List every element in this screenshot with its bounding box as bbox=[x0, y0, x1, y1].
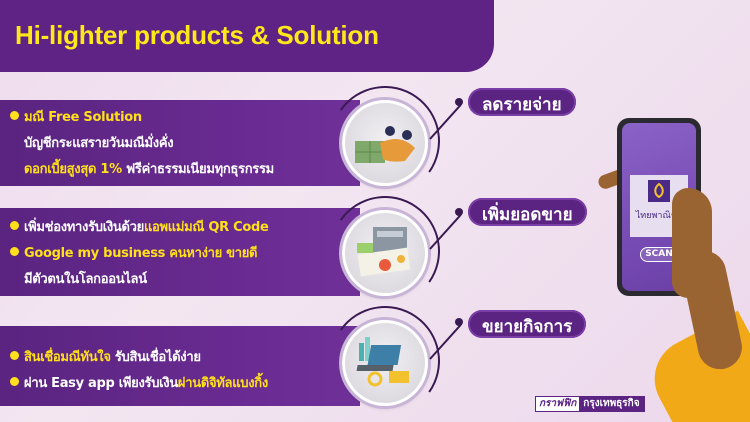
bank-logo-icon bbox=[648, 180, 670, 202]
credit-right: กรุงเทพธุรกิจ bbox=[579, 397, 644, 411]
bullet-icon bbox=[10, 377, 19, 386]
page-title: Hi-lighter products & Solution bbox=[15, 20, 379, 50]
section-line: บัญชีกระแสรายวันมณีมั่งคั่ง bbox=[24, 136, 174, 151]
connector-dot bbox=[455, 98, 463, 106]
section-line: สินเชื่อมณีทันใจ รับสินเชื่อได้ง่าย bbox=[10, 346, 201, 367]
connector-dot bbox=[455, 208, 463, 216]
section-line: Google my business คนหาง่าย ขายดี bbox=[10, 242, 258, 263]
credit-left: กราฟฟิก bbox=[536, 397, 580, 411]
pill-reduce-cost: ลดรายจ่าย bbox=[468, 88, 576, 116]
pill-increase-sales: เพิ่มยอดขาย bbox=[468, 198, 587, 226]
laptop-chart-icon bbox=[342, 320, 428, 406]
section-line: มีตัวตนในโลกออนไลน์ bbox=[24, 272, 147, 287]
bullet-icon bbox=[10, 247, 19, 256]
pill-expand-business: ขยายกิจการ bbox=[468, 310, 587, 338]
hand-fingers bbox=[672, 188, 712, 298]
bullet-icon bbox=[10, 221, 19, 230]
title-banner: Hi-lighter products & Solution bbox=[0, 0, 494, 72]
section-panel-expand-business: สินเชื่อมณีทันใจ รับสินเชื่อได้ง่าย ผ่าน… bbox=[0, 326, 360, 406]
section-line: เพิ่มช่องทางรับเงินด้วยแอพแม่มณี QR Code bbox=[10, 216, 269, 237]
connector-dot bbox=[455, 318, 463, 326]
bank-name: ไทยพาณิชย์ bbox=[635, 211, 683, 221]
section-line: มณี Free Solution bbox=[10, 106, 142, 127]
credit-badge: กราฟฟิก กรุงเทพธุรกิจ bbox=[535, 396, 645, 412]
calculator-money-icon bbox=[342, 210, 428, 296]
section-line: ดอกเบี้ยสูงสุด 1% ฟรีค่าธรรมเนียมทุกธุรก… bbox=[24, 162, 274, 177]
bullet-icon bbox=[10, 351, 19, 360]
section-line: ผ่าน Easy app เพียงรับเงินผ่านดิจิทัลแบง… bbox=[10, 372, 268, 393]
money-hands-icon bbox=[342, 100, 428, 186]
section-panel-reduce-cost: มณี Free Solution บัญชีกระแสรายวันมณีมั่… bbox=[0, 100, 360, 186]
bullet-icon bbox=[10, 111, 19, 120]
section-panel-increase-sales: เพิ่มช่องทางรับเงินด้วยแอพแม่มณี QR Code… bbox=[0, 208, 360, 296]
